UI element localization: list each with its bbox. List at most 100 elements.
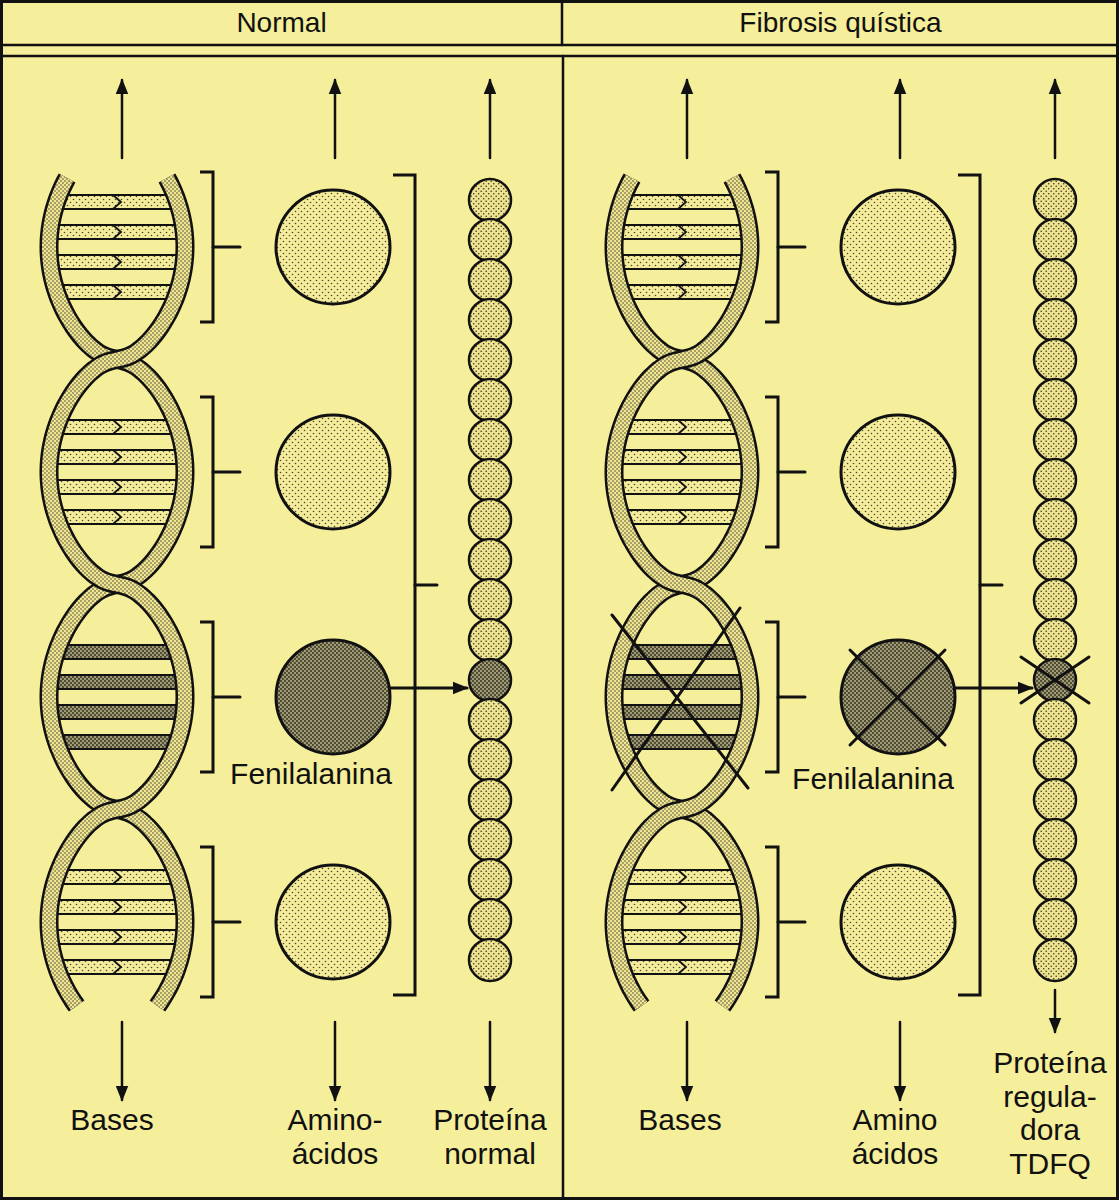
down-arrow — [686, 1022, 689, 1100]
protein-bead — [469, 779, 511, 821]
panel-divider — [562, 56, 565, 1200]
amino-acid-dark — [276, 640, 390, 754]
protein-bead — [469, 539, 511, 581]
codon-bracket — [200, 172, 213, 322]
protein-bead — [469, 699, 511, 741]
header-divider — [561, 0, 564, 45]
protein-bead — [469, 179, 511, 221]
protein-bead — [1034, 579, 1076, 621]
down-arrow — [489, 1022, 492, 1100]
base-pair-dark — [56, 645, 177, 659]
base-pair-notch — [113, 900, 121, 914]
protein-bead — [1034, 259, 1076, 301]
base-pair-dark — [50, 675, 184, 689]
protein-bead — [1034, 699, 1076, 741]
bracket-tick — [778, 246, 805, 249]
header-text: Normal — [236, 7, 326, 39]
protein-bead — [469, 939, 511, 981]
codon-bracket — [200, 397, 213, 547]
protein-bead — [1034, 779, 1076, 821]
protein-bead — [469, 859, 511, 901]
base-pair — [50, 930, 184, 944]
protein-bead — [1034, 859, 1076, 901]
bracket-tick — [778, 471, 805, 474]
base-pair-dark — [615, 705, 749, 719]
base-pair — [621, 870, 742, 884]
base-pair — [56, 285, 177, 299]
base-pair-notch — [678, 255, 686, 269]
down-arrow — [899, 1022, 902, 1100]
codon-bracket — [200, 847, 213, 997]
protein-bead — [469, 619, 511, 661]
protein-bead — [469, 499, 511, 541]
protein-bead — [469, 899, 511, 941]
cross-mark — [850, 650, 945, 745]
base-pair-dark — [56, 735, 177, 749]
cross-mark — [612, 608, 740, 790]
cross-mark — [1021, 657, 1089, 703]
part-label: Bases — [42, 1103, 182, 1137]
protein-bead — [469, 739, 511, 781]
base-pair-notch — [678, 225, 686, 239]
base-pair-notch — [678, 900, 686, 914]
bracket-tick — [213, 471, 240, 474]
protein-bead — [1034, 939, 1076, 981]
protein-bead — [1034, 339, 1076, 381]
protein-bead — [469, 299, 511, 341]
helix-strand-outline — [49, 178, 185, 1006]
part-label: Fenilalanina — [206, 757, 416, 791]
base-pair-notch — [678, 930, 686, 944]
base-pair — [615, 255, 749, 269]
header-band: Normal — [3, 2, 560, 44]
part-label: Bases — [610, 1103, 750, 1137]
amino-acid — [276, 415, 390, 529]
base-pair-notch — [678, 480, 686, 494]
base-pair-notch — [113, 870, 121, 884]
bracket-tick — [778, 696, 805, 699]
up-arrow — [1054, 80, 1057, 158]
base-pair-notch — [678, 450, 686, 464]
protein-bead — [469, 579, 511, 621]
codon-bracket — [765, 847, 778, 997]
base-pair — [50, 255, 184, 269]
cross-mark — [1021, 657, 1089, 703]
base-pair — [56, 420, 177, 434]
protein-bracket — [958, 175, 980, 995]
amino-acid — [841, 415, 955, 529]
base-pair — [621, 960, 742, 974]
protein-bead — [1034, 739, 1076, 781]
protein-bead — [1034, 179, 1076, 221]
base-pair-notch — [113, 420, 121, 434]
helix-strand-outline — [49, 178, 185, 1006]
base-pair — [56, 510, 177, 524]
base-pair — [615, 480, 749, 494]
codon-bracket — [200, 622, 213, 772]
amino-acid — [841, 190, 955, 304]
pointer-arrow — [955, 687, 1032, 690]
amino-acid-dark — [841, 640, 955, 754]
base-pair — [615, 450, 749, 464]
bracket-tick — [213, 696, 240, 699]
part-label: Proteína regula- dora TDFQ — [988, 1046, 1113, 1180]
protein-bead — [469, 419, 511, 461]
protein-bead — [469, 379, 511, 421]
base-pair-notch — [113, 930, 121, 944]
protein-bead — [1034, 539, 1076, 581]
helix-strand — [614, 178, 750, 1006]
helix-strand — [614, 178, 750, 1006]
base-pair-notch — [113, 450, 121, 464]
codon-bracket — [765, 172, 778, 322]
base-pair — [621, 510, 742, 524]
base-pair — [50, 900, 184, 914]
panel-art — [612, 80, 1089, 1100]
base-pair-notch — [113, 195, 121, 209]
base-pair — [56, 195, 177, 209]
part-label: Fenilalanina — [768, 762, 978, 796]
base-pair-notch — [678, 870, 686, 884]
base-pair — [621, 195, 742, 209]
protein-bead — [1034, 899, 1076, 941]
codon-bracket — [765, 397, 778, 547]
base-pair-notch — [113, 960, 121, 974]
